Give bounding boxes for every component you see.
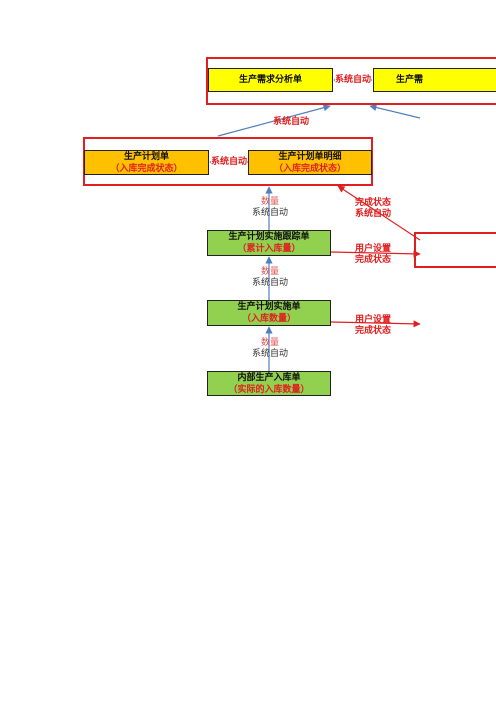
plan-detail-status: （入库完成状态）: [273, 163, 346, 174]
implementation-status: （入库数量）: [241, 314, 296, 324]
label-qty-2: 数量: [260, 267, 279, 277]
label-qty-1: 数量: [260, 197, 279, 207]
arrow-user-set-1: [330, 250, 421, 258]
internal-receipt-box: 内部生产入库单 （实际的入库数量）: [207, 371, 331, 396]
arrow-plan-to-demand: [217, 104, 331, 137]
label-done-1: 完成状态: [355, 255, 392, 265]
demand-frame: [206, 57, 496, 105]
label-auto-plan: 系统自动: [211, 157, 248, 168]
label-group-2: 数量 系统自动: [248, 267, 292, 289]
label-done-group: 完成状态 系统自动: [355, 198, 391, 220]
label-done-2: 完成状态: [355, 326, 392, 336]
tracking-title: 生产计划实施跟踪单: [228, 232, 310, 242]
label-qty-3: 数量: [260, 338, 279, 348]
tracking-status: （累计入库量）: [237, 244, 301, 254]
label-user-group-1: 用户设置 完成状态: [355, 244, 391, 266]
plan-box: 生产计划单 （入库完成状态）: [84, 150, 209, 175]
plan-detail-title: 生产计划单明细: [278, 151, 342, 162]
label-done-status: 完成状态: [355, 198, 392, 208]
implementation-box: 生产计划实施单 （入库数量）: [207, 300, 331, 326]
right-frame: [414, 232, 496, 268]
internal-receipt-status: （实际的入库数量）: [228, 384, 310, 395]
label-auto-2: 系统自动: [251, 278, 288, 288]
demand-analysis-title: 生产需求分析单: [238, 75, 302, 85]
tracking-box: 生产计划实施跟踪单 （累计入库量）: [207, 230, 331, 256]
label-auto-3: 系统自动: [251, 349, 288, 359]
plan-title: 生产计划单: [123, 151, 169, 162]
label-user-set-2: 用户设置: [355, 315, 392, 325]
label-group-3: 数量 系统自动: [248, 338, 292, 360]
plan-status: （入库完成状态）: [110, 163, 183, 174]
demand-detail-box: 生产需: [373, 68, 496, 92]
label-auto-top: 系统自动: [335, 75, 372, 86]
label-auto-1: 系统自动: [251, 208, 288, 218]
arrow-right-to-demand: [369, 104, 421, 119]
label-user-set-1: 用户设置: [355, 244, 392, 254]
demand-analysis-box: 生产需求分析单: [208, 68, 333, 92]
arrow-user-set-2: [330, 320, 421, 328]
label-user-group-2: 用户设置 完成状态: [355, 315, 391, 337]
demand-detail-title: 生产需: [396, 75, 424, 85]
plan-detail-box: 生产计划单明细 （入库完成状态）: [248, 150, 372, 175]
label-auto-mid: 系统自动: [273, 117, 310, 127]
label-done-auto: 系统自动: [355, 209, 392, 219]
internal-receipt-title: 内部生产入库单: [237, 372, 301, 383]
label-group-1: 数量 系统自动: [248, 197, 292, 219]
implementation-title: 生产计划实施单: [237, 302, 301, 312]
arrow-done-status: [337, 185, 421, 241]
